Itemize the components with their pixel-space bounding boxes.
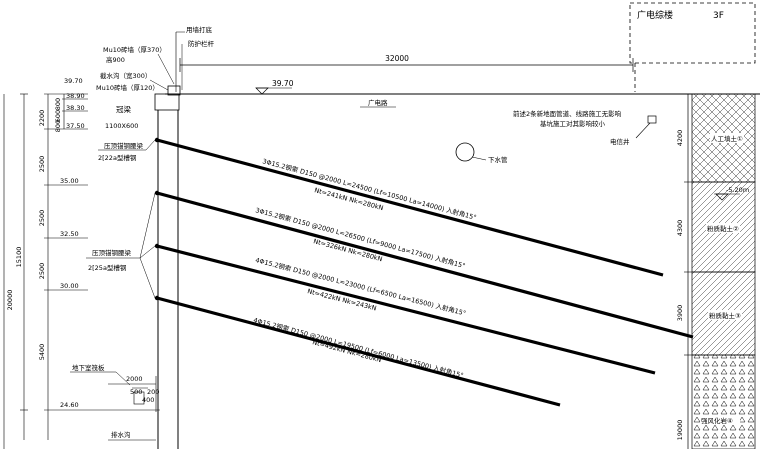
soil-label-bg-4	[700, 415, 740, 425]
soil-label-bg-1	[710, 133, 744, 143]
pipe-note-1: 前述2条新地面管道、线路施工无影响	[513, 109, 622, 118]
wall-label-leaders	[149, 53, 175, 91]
basement-slab	[70, 371, 157, 412]
elevation-3: 38.30	[66, 104, 85, 112]
top-note-leaders	[175, 31, 185, 92]
elevation-7: 30.00	[60, 282, 79, 290]
left-dim-2: 800	[54, 98, 62, 110]
manhole-symbol	[647, 115, 657, 124]
elevation-2: 38.90	[66, 92, 85, 100]
soil-label-bg-2	[706, 223, 740, 233]
ground-elevation-value: 39.70	[272, 79, 294, 88]
elevation-5: 35.00	[60, 177, 79, 185]
basement-dim-3: 200	[147, 388, 159, 396]
crown-beam-size: 1100X600	[105, 122, 138, 130]
left-dim-4: 800	[54, 120, 62, 132]
soil-layer-1: 人工填土①	[711, 134, 743, 143]
anchor-3	[154, 243, 656, 375]
right-dim-4: 19000	[676, 420, 684, 441]
road-label: 广电路	[368, 98, 388, 107]
anchor-rows	[154, 137, 694, 407]
top-dimension-value: 32000	[385, 54, 409, 63]
basement-label: 地下室筏板	[72, 363, 105, 372]
sewer-pipe-circle	[455, 142, 475, 162]
left-dim-5: 2500	[38, 156, 46, 173]
waling-2-leaders	[139, 192, 156, 299]
waling-1-title: 压顶锚钢腰梁	[104, 141, 144, 150]
top-dimension	[179, 58, 634, 72]
building-name: 广电综楼	[637, 9, 673, 21]
water-level-marker	[714, 193, 740, 201]
wall-label-2: 高900	[106, 55, 125, 64]
left-dim-6: 2500	[38, 210, 46, 227]
waling-2-title: 压顶锚钢腰梁	[92, 248, 132, 257]
building-floors: 3F	[713, 11, 724, 21]
ground-elevation-marker	[255, 87, 292, 95]
soil-layer-2: 粉质黏土②	[707, 224, 739, 233]
left-dim-3: 600	[54, 110, 62, 122]
total-dim-2: 20000	[6, 290, 14, 311]
left-dimension-lines	[3, 93, 160, 449]
left-dim-1: 2200	[38, 110, 46, 127]
anchor-1	[154, 137, 664, 277]
wall-label-3: 截水沟（宽300）	[100, 71, 151, 80]
waling-1-spec: 2[22a型槽钢	[98, 153, 137, 162]
top-note-1: 用墙打底	[186, 25, 213, 34]
pipe-note-2: 基坑施工对其影响较小	[540, 119, 606, 128]
waling-1-leader	[145, 139, 156, 151]
wall-label-1: Mu10砖墙（厚370）	[103, 45, 166, 54]
right-dimension-ticks	[684, 93, 692, 356]
soil-label-bg-3	[708, 310, 742, 320]
crown-beam-title: 冠梁	[116, 105, 131, 114]
retaining-wall	[154, 85, 181, 449]
soil-layer-3: 粉质黏土③	[709, 311, 741, 320]
anchor-4-spec: 4Φ15.2钢索 D150 @2000 L=19500 (Lf=6000 La=…	[252, 315, 464, 380]
sewer-leader	[471, 156, 487, 161]
anchor-2	[154, 190, 694, 339]
top-note-2: 防护栏杆	[188, 39, 215, 48]
sewer-label: 下水管	[488, 155, 508, 164]
elevation-6: 32.50	[60, 230, 79, 238]
left-dim-7: 2500	[38, 263, 46, 280]
waling-2-spec: 2[25a型槽钢	[88, 263, 127, 272]
basement-dim-1: 2000	[126, 375, 143, 383]
building-outline	[629, 2, 756, 92]
manhole-leader	[635, 122, 651, 139]
left-dim-8: 5400	[38, 344, 46, 361]
anchor-1-spec: 3Φ15.2钢索 D150 @2000 L=24500 (Lf=10500 La…	[261, 156, 477, 222]
basement-dim-4: 400	[142, 396, 154, 404]
water-level: -5.20m	[726, 186, 749, 194]
elevation-1: 39.70	[64, 77, 83, 85]
soil-column	[687, 93, 756, 449]
right-dim-2: 4300	[676, 220, 684, 237]
soil-layer-4: 强风化岩④	[701, 416, 733, 425]
basement-dim-2: 500	[130, 388, 142, 396]
right-dim-1: 4200	[676, 130, 684, 147]
total-dim-1: 15100	[15, 247, 23, 268]
drain-label: 排水沟	[111, 430, 131, 439]
anchor-4	[154, 295, 561, 407]
wall-label-4: Mu10砖墙（厚120）	[96, 83, 159, 92]
elevation-4: 37.50	[66, 122, 85, 130]
manhole-label: 电信井	[610, 137, 630, 146]
elevation-8: 24.60	[60, 401, 79, 409]
right-dim-3: 3900	[676, 305, 684, 322]
